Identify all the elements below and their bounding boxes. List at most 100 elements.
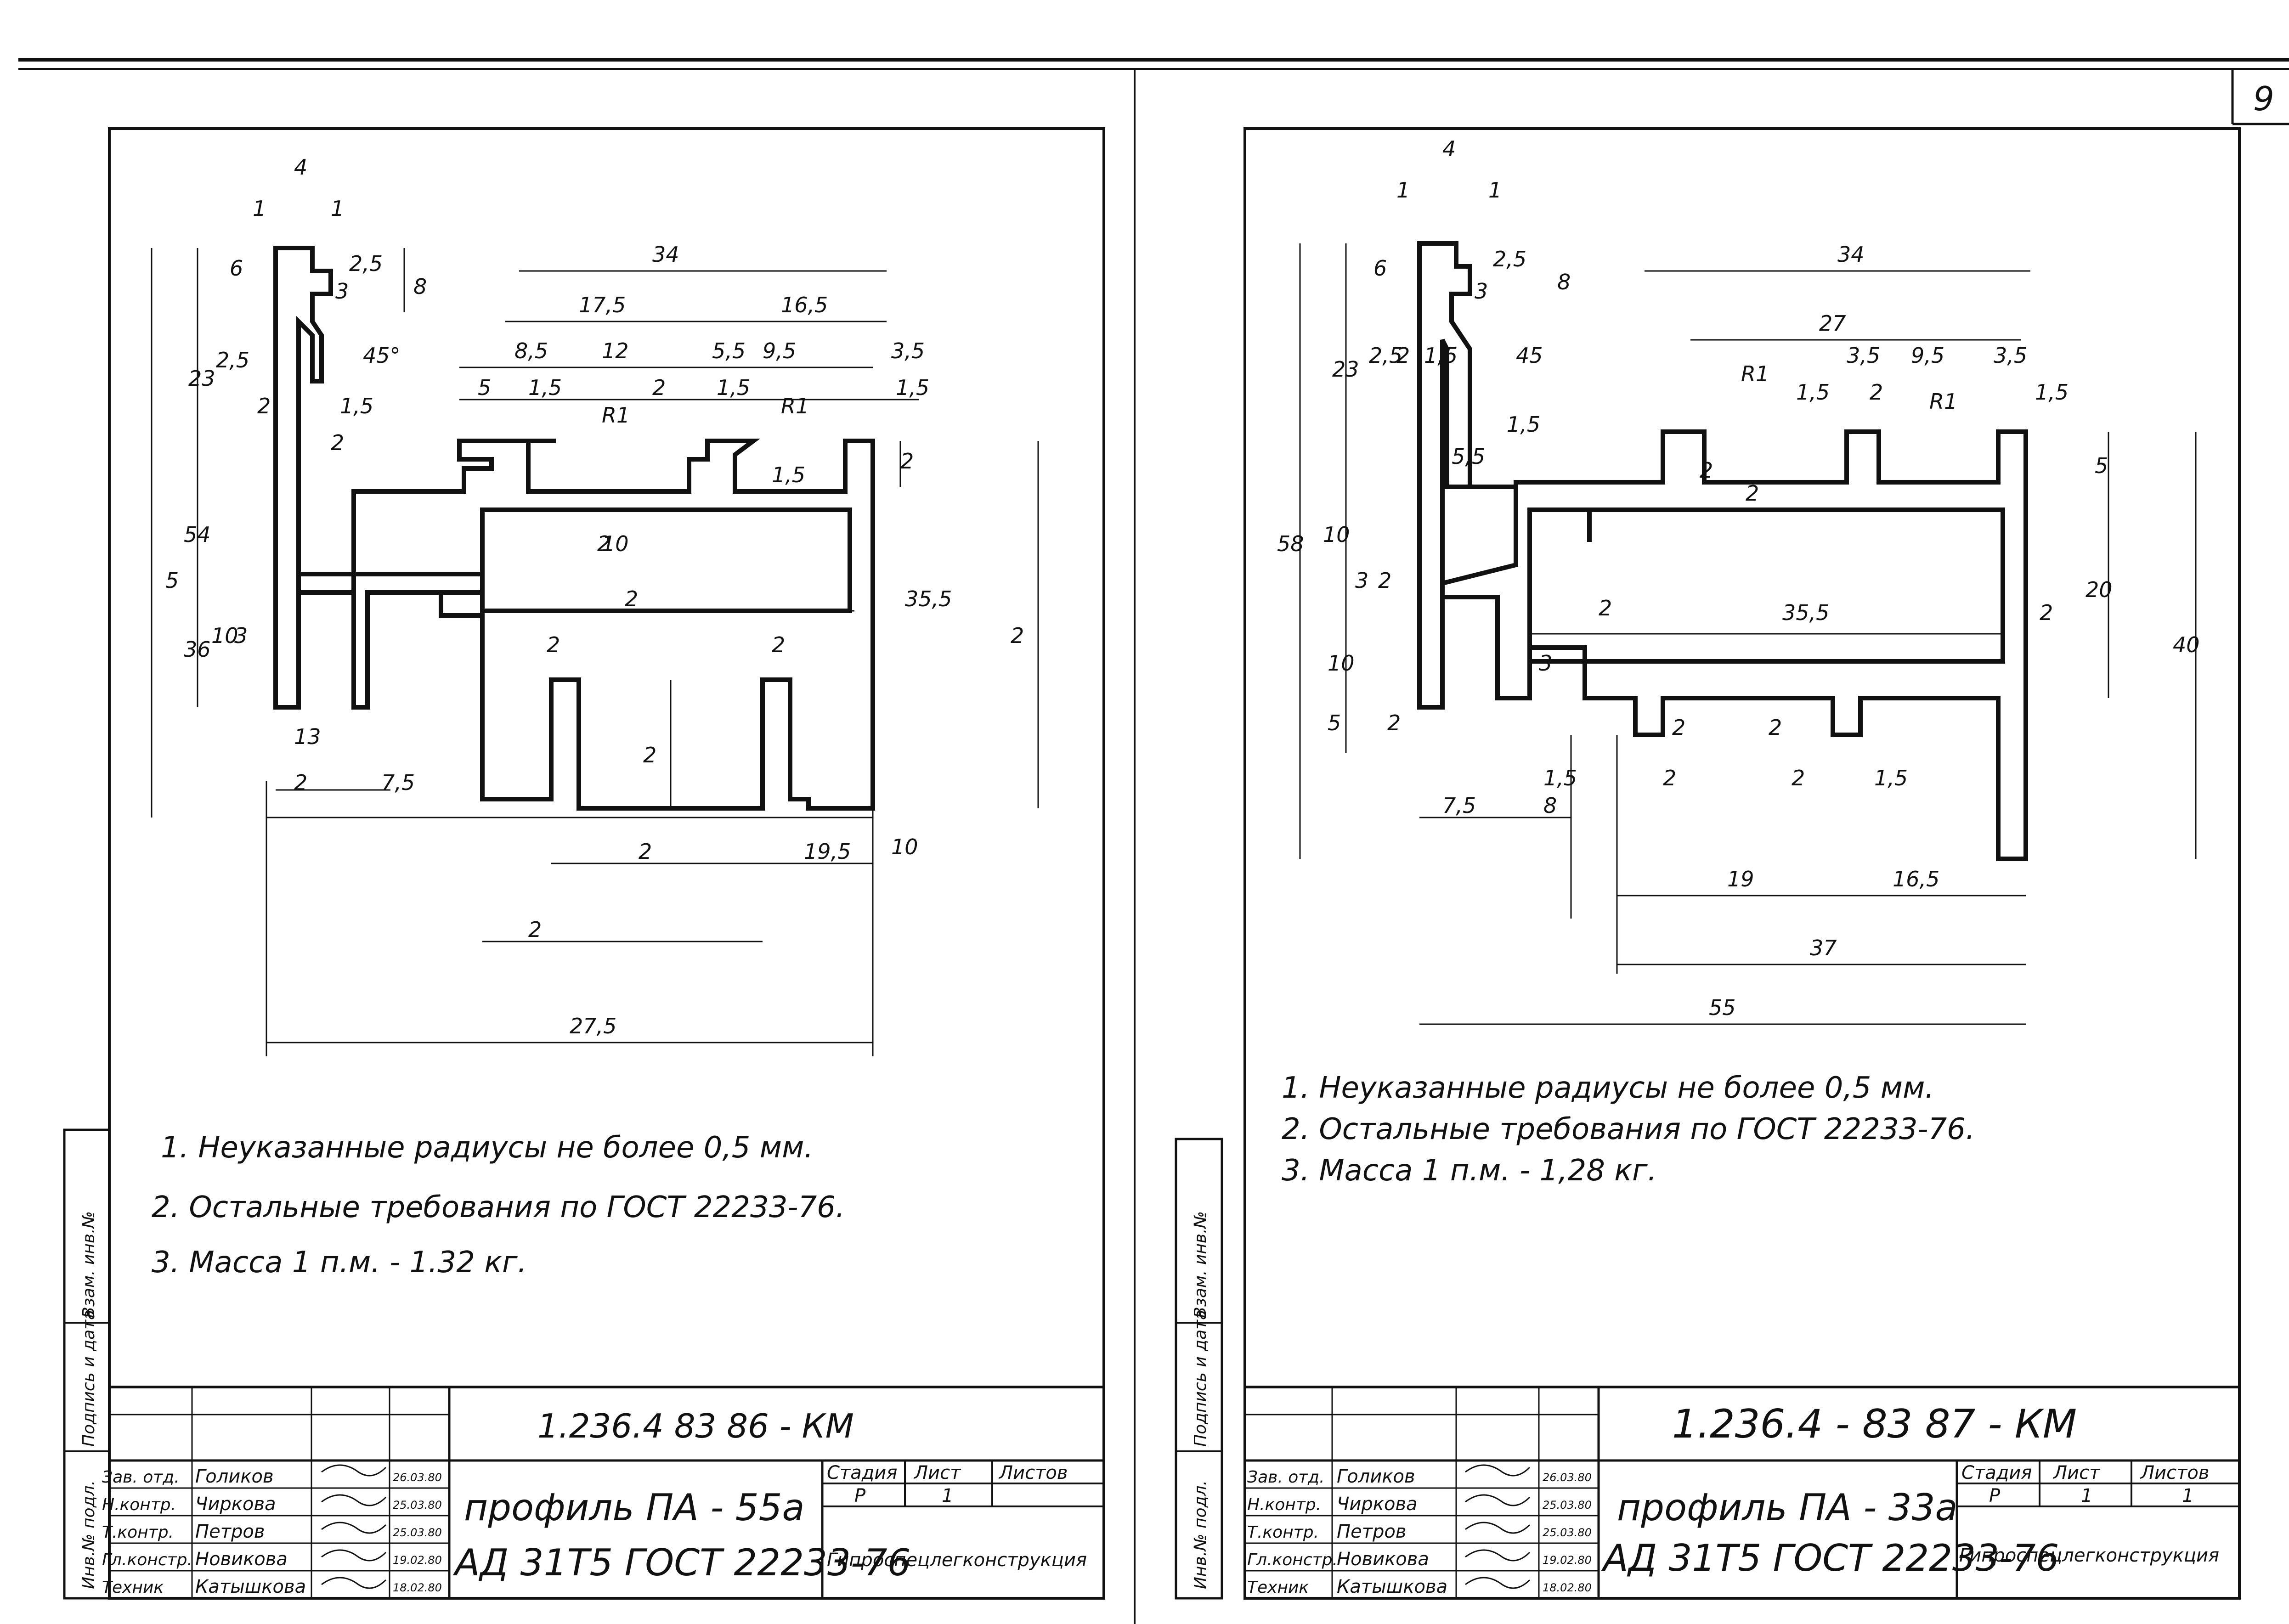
dim-label: 58 xyxy=(1277,531,1304,556)
dim-label: 1,5 xyxy=(717,375,750,400)
material-spec: АД 31Т5 ГОСТ 22233-76 xyxy=(1601,1537,2059,1579)
note-3: 3. Масса 1 п.м. - 1,28 кг. xyxy=(1282,1154,1657,1188)
dim-label: 2 xyxy=(547,632,560,657)
dim-label: 36 xyxy=(184,637,211,662)
signature-role: Н.контр. xyxy=(102,1495,176,1514)
signature-date: 19.02.80 xyxy=(1543,1554,1592,1567)
dim-label: 5 xyxy=(165,568,179,593)
dim-label: 1 xyxy=(1396,178,1410,203)
dim-label: 1,5 xyxy=(896,375,929,400)
dim-label: 5,5 xyxy=(1452,444,1485,469)
dim-label: 10 xyxy=(602,531,629,556)
dim-label: 1 xyxy=(331,196,344,221)
sheets-header: Листов xyxy=(2140,1462,2209,1483)
signature-scribble xyxy=(1465,1549,1531,1562)
dim-label: 7,5 xyxy=(1442,793,1476,818)
dim-label: 2 xyxy=(1387,710,1401,735)
note-2: 2. Остальные требования по ГОСТ 22233-76… xyxy=(1282,1112,1975,1146)
signature-name: Новикова xyxy=(195,1549,288,1570)
sheets-header: Листов xyxy=(998,1462,1068,1483)
signature-date: 18.02.80 xyxy=(393,1581,442,1594)
dim-label: 2 xyxy=(1663,766,1676,790)
signature-name: Петров xyxy=(1337,1521,1406,1542)
stage-value: Р xyxy=(1989,1485,2001,1506)
dim-label: 2 xyxy=(1011,623,1024,648)
side-label-inv: Инв.№ подл. xyxy=(1191,1480,1210,1589)
dim-label: 34 xyxy=(652,242,679,267)
dim-label: 2 xyxy=(1378,568,1391,593)
dim-label: 8 xyxy=(413,274,427,299)
signature-role: Т.контр. xyxy=(1247,1523,1319,1542)
side-label-signature: Подпись и дата xyxy=(79,1310,98,1447)
dim-label: 2 xyxy=(597,531,610,556)
dim-label: 2 xyxy=(639,839,652,864)
dim-label: 16,5 xyxy=(1893,867,1939,891)
title-block-right: 1.236.4 - 83 87 - КМ профиль ПА - 33а АД… xyxy=(1243,1386,2241,1600)
dim-label: 2 xyxy=(1672,715,1685,740)
dim-label: R1 xyxy=(1929,389,1957,414)
profile-title: профиль ПА - 33а xyxy=(1617,1486,1958,1529)
dim-label: 2,5 xyxy=(1369,343,1402,368)
signature-date: 18.02.80 xyxy=(1543,1581,1592,1594)
signature-date: 19.02.80 xyxy=(393,1554,442,1567)
dim-label: 2 xyxy=(643,743,656,767)
dimension-lines-left xyxy=(151,248,1039,1056)
side-label-inv: Инв.№ подл. xyxy=(79,1480,98,1589)
title-block-left: 1.236.4 83 86 - КМ профиль ПА - 55а АД 3… xyxy=(102,1386,1105,1600)
dim-label: 3 xyxy=(335,279,349,304)
dim-label: 2 xyxy=(1769,715,1782,740)
dim-label: 8 xyxy=(1557,270,1571,294)
dim-label: 2 xyxy=(1599,596,1612,620)
note-2: 2. Остальные требования по ГОСТ 22233-76… xyxy=(152,1190,845,1224)
dim-label: 5 xyxy=(2095,453,2108,478)
signature-name: Голиков xyxy=(195,1466,274,1487)
dim-label: 27,5 xyxy=(570,1014,616,1038)
dim-label: 35,5 xyxy=(905,586,952,611)
dim-label: 3 xyxy=(1355,568,1368,593)
sheet-header: Лист xyxy=(2052,1462,2101,1483)
dim-label: 10 xyxy=(211,623,238,648)
signature-scribble xyxy=(1465,1464,1531,1477)
dim-label: 3,5 xyxy=(1847,343,1880,368)
dim-label: 3,5 xyxy=(1994,343,2027,368)
dim-label: 3,5 xyxy=(891,338,925,363)
dim-label: 10 xyxy=(891,835,918,859)
dim-label: 55 xyxy=(1709,995,1736,1020)
sheet-value: 1 xyxy=(2081,1485,2092,1506)
stage-value: Р xyxy=(854,1485,866,1506)
sheet-left: Инв.№ подл. Подпись и дата Взам. инв.№ xyxy=(63,127,1105,1600)
signature-role: Техник xyxy=(102,1578,164,1597)
dim-label: 1,5 xyxy=(528,375,562,400)
note-3: 3. Масса 1 п.м. - 1.32 кг. xyxy=(152,1246,527,1280)
dim-label: 16,5 xyxy=(781,293,828,317)
signature-scribble xyxy=(321,1577,387,1589)
dim-label: 5,5 xyxy=(712,338,746,363)
dim-label: 10 xyxy=(1328,651,1355,676)
signature-scribble xyxy=(1465,1577,1531,1589)
dim-label: 1,5 xyxy=(1796,380,1830,405)
signature-name: Петров xyxy=(195,1521,265,1542)
dim-label: 35,5 xyxy=(1782,600,1829,625)
dim-label: 2 xyxy=(1746,481,1759,506)
dim-label: 10 xyxy=(1323,522,1350,547)
signature-name: Катышкова xyxy=(1337,1576,1447,1597)
side-strip-left: Инв.№ подл. Подпись и дата Взам. инв.№ xyxy=(63,1128,111,1600)
signature-role: Техник xyxy=(1247,1578,1309,1597)
dim-label: 5 xyxy=(1328,710,1341,735)
signature-role: Н.контр. xyxy=(1247,1495,1321,1514)
dim-label: 1,5 xyxy=(1507,412,1540,437)
dim-label: 1,5 xyxy=(340,394,373,418)
dim-label: 2 xyxy=(900,449,914,474)
note-1: 1. Неуказанные радиусы не более 0,5 мм. xyxy=(161,1131,814,1165)
signature-date: 25.03.80 xyxy=(393,1526,442,1539)
signature-date: 26.03.80 xyxy=(393,1471,442,1484)
dim-label: 2 xyxy=(1396,343,1410,368)
dim-label: 6 xyxy=(1373,256,1387,281)
signature-date: 25.03.80 xyxy=(393,1499,442,1511)
dim-label: 2 xyxy=(1700,458,1713,483)
stage-header: Стадия xyxy=(1961,1462,2032,1483)
sheets-total-value: 1 xyxy=(2182,1485,2193,1506)
sheet-right: Инв.№ подл. Подпись и дата Взам. инв.№ xyxy=(1175,127,2241,1600)
signature-name: Чиркова xyxy=(1337,1494,1418,1515)
dim-label: 8 xyxy=(1543,793,1557,818)
